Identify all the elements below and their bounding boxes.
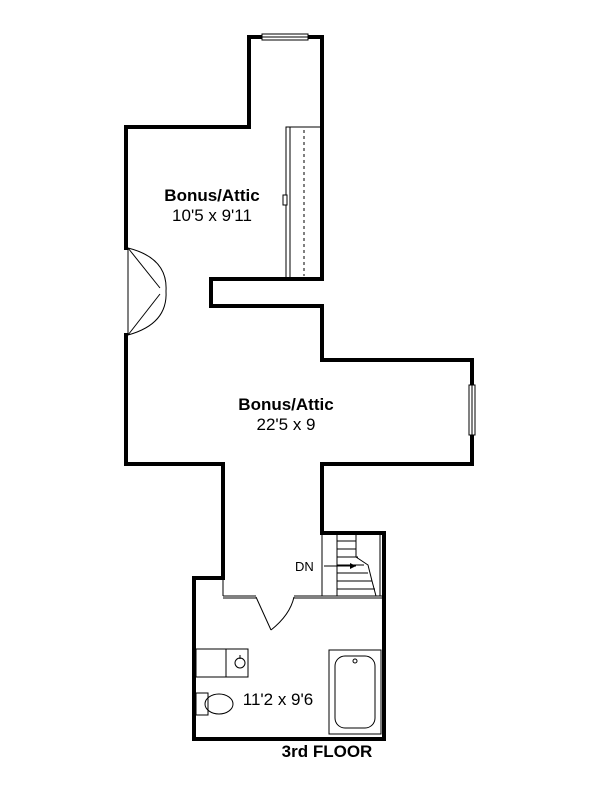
upper-attic-name: Bonus/Attic bbox=[164, 186, 259, 205]
main-attic-size: 22'5 x 9 bbox=[256, 415, 315, 434]
exterior-walls bbox=[124, 35, 474, 741]
floor-label: 3rd FLOOR bbox=[282, 742, 373, 761]
bathtub bbox=[328, 649, 382, 735]
window-top bbox=[261, 33, 309, 41]
stairs: DN bbox=[295, 532, 381, 597]
upper-attic-size: 10'5 x 9'11 bbox=[172, 206, 252, 225]
stairs-label: DN bbox=[295, 559, 314, 574]
main-attic-name: Bonus/Attic bbox=[238, 395, 333, 414]
bath-door bbox=[255, 596, 295, 631]
toilet bbox=[195, 692, 234, 716]
window-right bbox=[468, 384, 476, 436]
sink-vanity bbox=[195, 648, 249, 678]
double-door bbox=[126, 247, 167, 336]
bath-size: 11'2 x 9'6 bbox=[243, 690, 313, 709]
closet bbox=[282, 126, 323, 280]
